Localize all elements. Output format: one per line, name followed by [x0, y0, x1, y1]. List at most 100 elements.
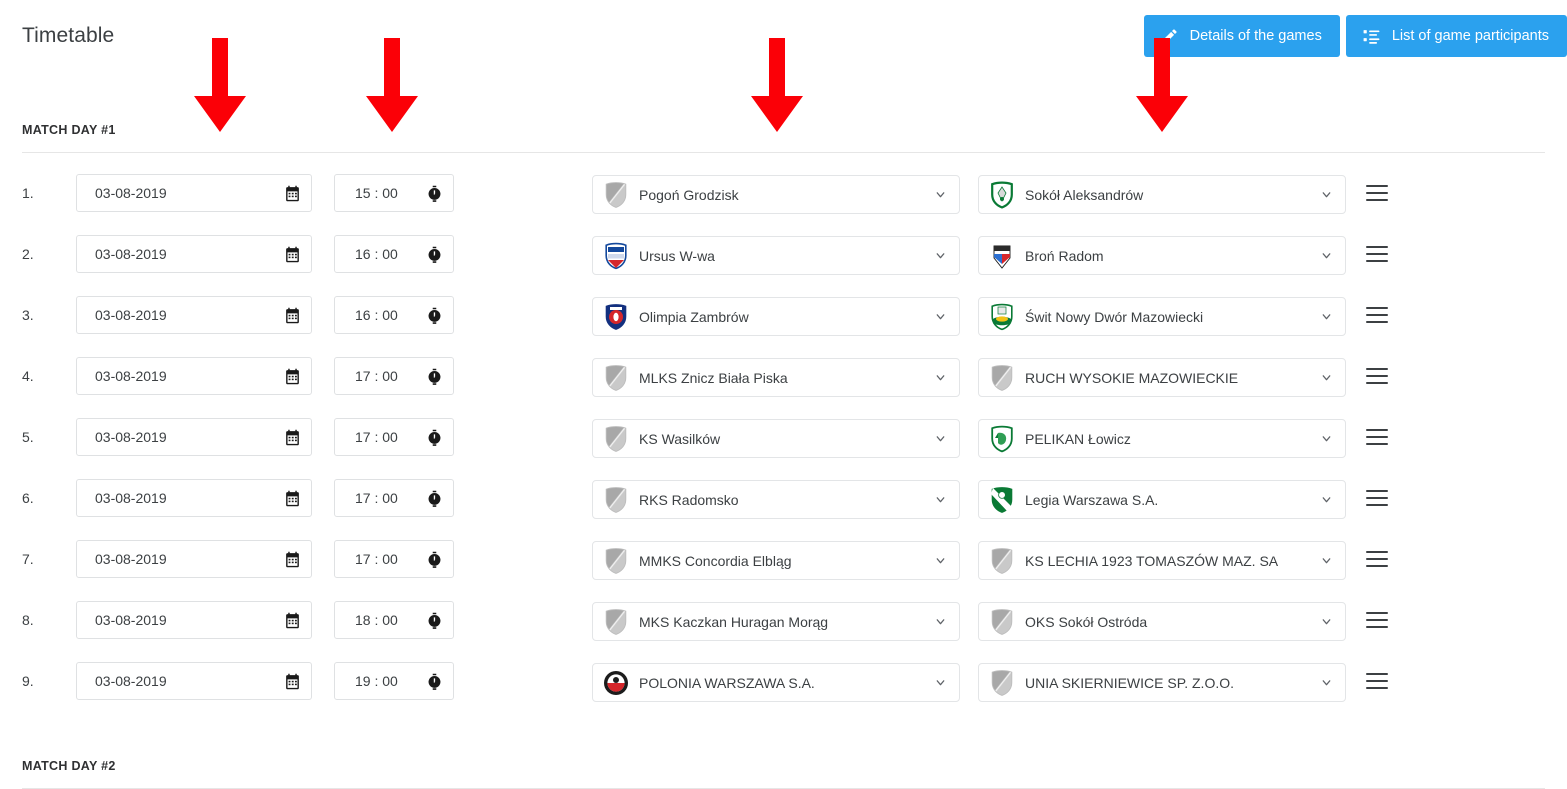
- away-team-select[interactable]: UNIA SKIERNIEWICE SP. Z.O.O.: [978, 663, 1346, 702]
- drag-handle-icon[interactable]: [1366, 612, 1388, 628]
- drag-handle-icon[interactable]: [1366, 551, 1388, 567]
- drag-handle-icon[interactable]: [1366, 307, 1388, 323]
- away-team-select[interactable]: RUCH WYSOKIE MAZOWIECKIE: [978, 358, 1346, 397]
- chevron-down-icon[interactable]: [934, 188, 947, 201]
- row-number: 7.: [22, 551, 34, 567]
- clock-icon[interactable]: [426, 551, 443, 568]
- clock-icon[interactable]: [426, 307, 443, 324]
- away-team-select[interactable]: Sokół Aleksandrów: [978, 175, 1346, 214]
- row-number: 2.: [22, 246, 34, 262]
- chevron-down-icon[interactable]: [1320, 676, 1333, 689]
- home-team-name: MKS Kaczkan Huragan Morąg: [639, 613, 829, 630]
- chevron-down-icon[interactable]: [1320, 493, 1333, 506]
- details-of-the-games-button[interactable]: Details of the games: [1143, 15, 1340, 57]
- date-value: 03-08-2019: [95, 185, 167, 201]
- chevron-down-icon[interactable]: [934, 615, 947, 628]
- clock-icon[interactable]: [426, 368, 443, 385]
- chevron-down-icon[interactable]: [1320, 615, 1333, 628]
- chevron-down-icon[interactable]: [934, 493, 947, 506]
- clock-icon[interactable]: [426, 673, 443, 690]
- calendar-icon[interactable]: [284, 429, 301, 446]
- home-team-name: Pogoń Grodzisk: [639, 186, 739, 203]
- away-team-select[interactable]: KS LECHIA 1923 TOMASZÓW MAZ. SA: [978, 541, 1346, 580]
- away-team-select[interactable]: Broń Radom: [978, 236, 1346, 275]
- clock-icon[interactable]: [426, 612, 443, 629]
- clock-icon[interactable]: [426, 490, 443, 507]
- chevron-down-icon[interactable]: [1320, 371, 1333, 384]
- team-crest-icon: [605, 608, 627, 635]
- clock-icon[interactable]: [426, 246, 443, 263]
- time-input[interactable]: 17 : 00: [334, 540, 454, 578]
- calendar-icon[interactable]: [284, 673, 301, 690]
- team-crest-icon: [605, 425, 627, 452]
- time-input[interactable]: 18 : 00: [334, 601, 454, 639]
- date-input[interactable]: 03-08-2019: [76, 418, 312, 456]
- drag-handle-icon[interactable]: [1366, 185, 1388, 201]
- date-input[interactable]: 03-08-2019: [76, 357, 312, 395]
- chevron-down-icon[interactable]: [1320, 554, 1333, 567]
- chevron-down-icon[interactable]: [1320, 432, 1333, 445]
- drag-handle-icon[interactable]: [1366, 429, 1388, 445]
- away-team-name: Broń Radom: [1025, 247, 1104, 264]
- date-input[interactable]: 03-08-2019: [76, 540, 312, 578]
- home-team-select[interactable]: POLONIA WARSZAWA S.A.: [592, 663, 960, 702]
- date-input[interactable]: 03-08-2019: [76, 174, 312, 212]
- clock-icon[interactable]: [426, 185, 443, 202]
- home-team-name: Ursus W-wa: [639, 247, 715, 264]
- list-icon: [1362, 27, 1381, 46]
- away-team-name: KS LECHIA 1923 TOMASZÓW MAZ. SA: [1025, 552, 1279, 569]
- chevron-down-icon[interactable]: [934, 310, 947, 323]
- home-team-select[interactable]: KS Wasilków: [592, 419, 960, 458]
- time-value: 18 : 00: [355, 612, 398, 628]
- calendar-icon[interactable]: [284, 246, 301, 263]
- home-team-select[interactable]: RKS Radomsko: [592, 480, 960, 519]
- time-value: 15 : 00: [355, 185, 398, 201]
- chevron-down-icon[interactable]: [934, 554, 947, 567]
- time-input[interactable]: 19 : 00: [334, 662, 454, 700]
- away-team-select[interactable]: Świt Nowy Dwór Mazowiecki: [978, 297, 1346, 336]
- calendar-icon[interactable]: [284, 307, 301, 324]
- calendar-icon[interactable]: [284, 368, 301, 385]
- time-input[interactable]: 16 : 00: [334, 296, 454, 334]
- home-team-select[interactable]: Ursus W-wa: [592, 236, 960, 275]
- time-input[interactable]: 15 : 00: [334, 174, 454, 212]
- drag-handle-icon[interactable]: [1366, 673, 1388, 689]
- chevron-down-icon[interactable]: [1320, 188, 1333, 201]
- date-input[interactable]: 03-08-2019: [76, 601, 312, 639]
- chevron-down-icon[interactable]: [934, 432, 947, 445]
- home-team-select[interactable]: MKS Kaczkan Huragan Morąg: [592, 602, 960, 641]
- date-input[interactable]: 03-08-2019: [76, 662, 312, 700]
- away-team-select[interactable]: OKS Sokół Ostróda: [978, 602, 1346, 641]
- time-value: 16 : 00: [355, 246, 398, 262]
- time-input[interactable]: 17 : 00: [334, 479, 454, 517]
- drag-handle-icon[interactable]: [1366, 490, 1388, 506]
- away-team-select[interactable]: PELIKAN Łowicz: [978, 419, 1346, 458]
- clock-icon[interactable]: [426, 429, 443, 446]
- calendar-icon[interactable]: [284, 551, 301, 568]
- away-team-select[interactable]: Legia Warszawa S.A.: [978, 480, 1346, 519]
- time-input[interactable]: 16 : 00: [334, 235, 454, 273]
- list-of-game-participants-button[interactable]: List of game participants: [1345, 15, 1567, 57]
- date-value: 03-08-2019: [95, 490, 167, 506]
- home-team-select[interactable]: Pogoń Grodzisk: [592, 175, 960, 214]
- time-input[interactable]: 17 : 00: [334, 357, 454, 395]
- chevron-down-icon[interactable]: [1320, 249, 1333, 262]
- calendar-icon[interactable]: [284, 185, 301, 202]
- home-team-select[interactable]: MMKS Concordia Elbląg: [592, 541, 960, 580]
- chevron-down-icon[interactable]: [1320, 310, 1333, 323]
- home-team-select[interactable]: MLKS Znicz Biała Piska: [592, 358, 960, 397]
- time-input[interactable]: 17 : 00: [334, 418, 454, 456]
- chevron-down-icon[interactable]: [934, 676, 947, 689]
- date-input[interactable]: 03-08-2019: [76, 479, 312, 517]
- chevron-down-icon[interactable]: [934, 371, 947, 384]
- home-team-name: MLKS Znicz Biała Piska: [639, 369, 788, 386]
- home-team-select[interactable]: Olimpia Zambrów: [592, 297, 960, 336]
- date-input[interactable]: 03-08-2019: [76, 296, 312, 334]
- drag-handle-icon[interactable]: [1366, 368, 1388, 384]
- calendar-icon[interactable]: [284, 490, 301, 507]
- drag-handle-icon[interactable]: [1366, 246, 1388, 262]
- chevron-down-icon[interactable]: [934, 249, 947, 262]
- date-input[interactable]: 03-08-2019: [76, 235, 312, 273]
- calendar-icon[interactable]: [284, 612, 301, 629]
